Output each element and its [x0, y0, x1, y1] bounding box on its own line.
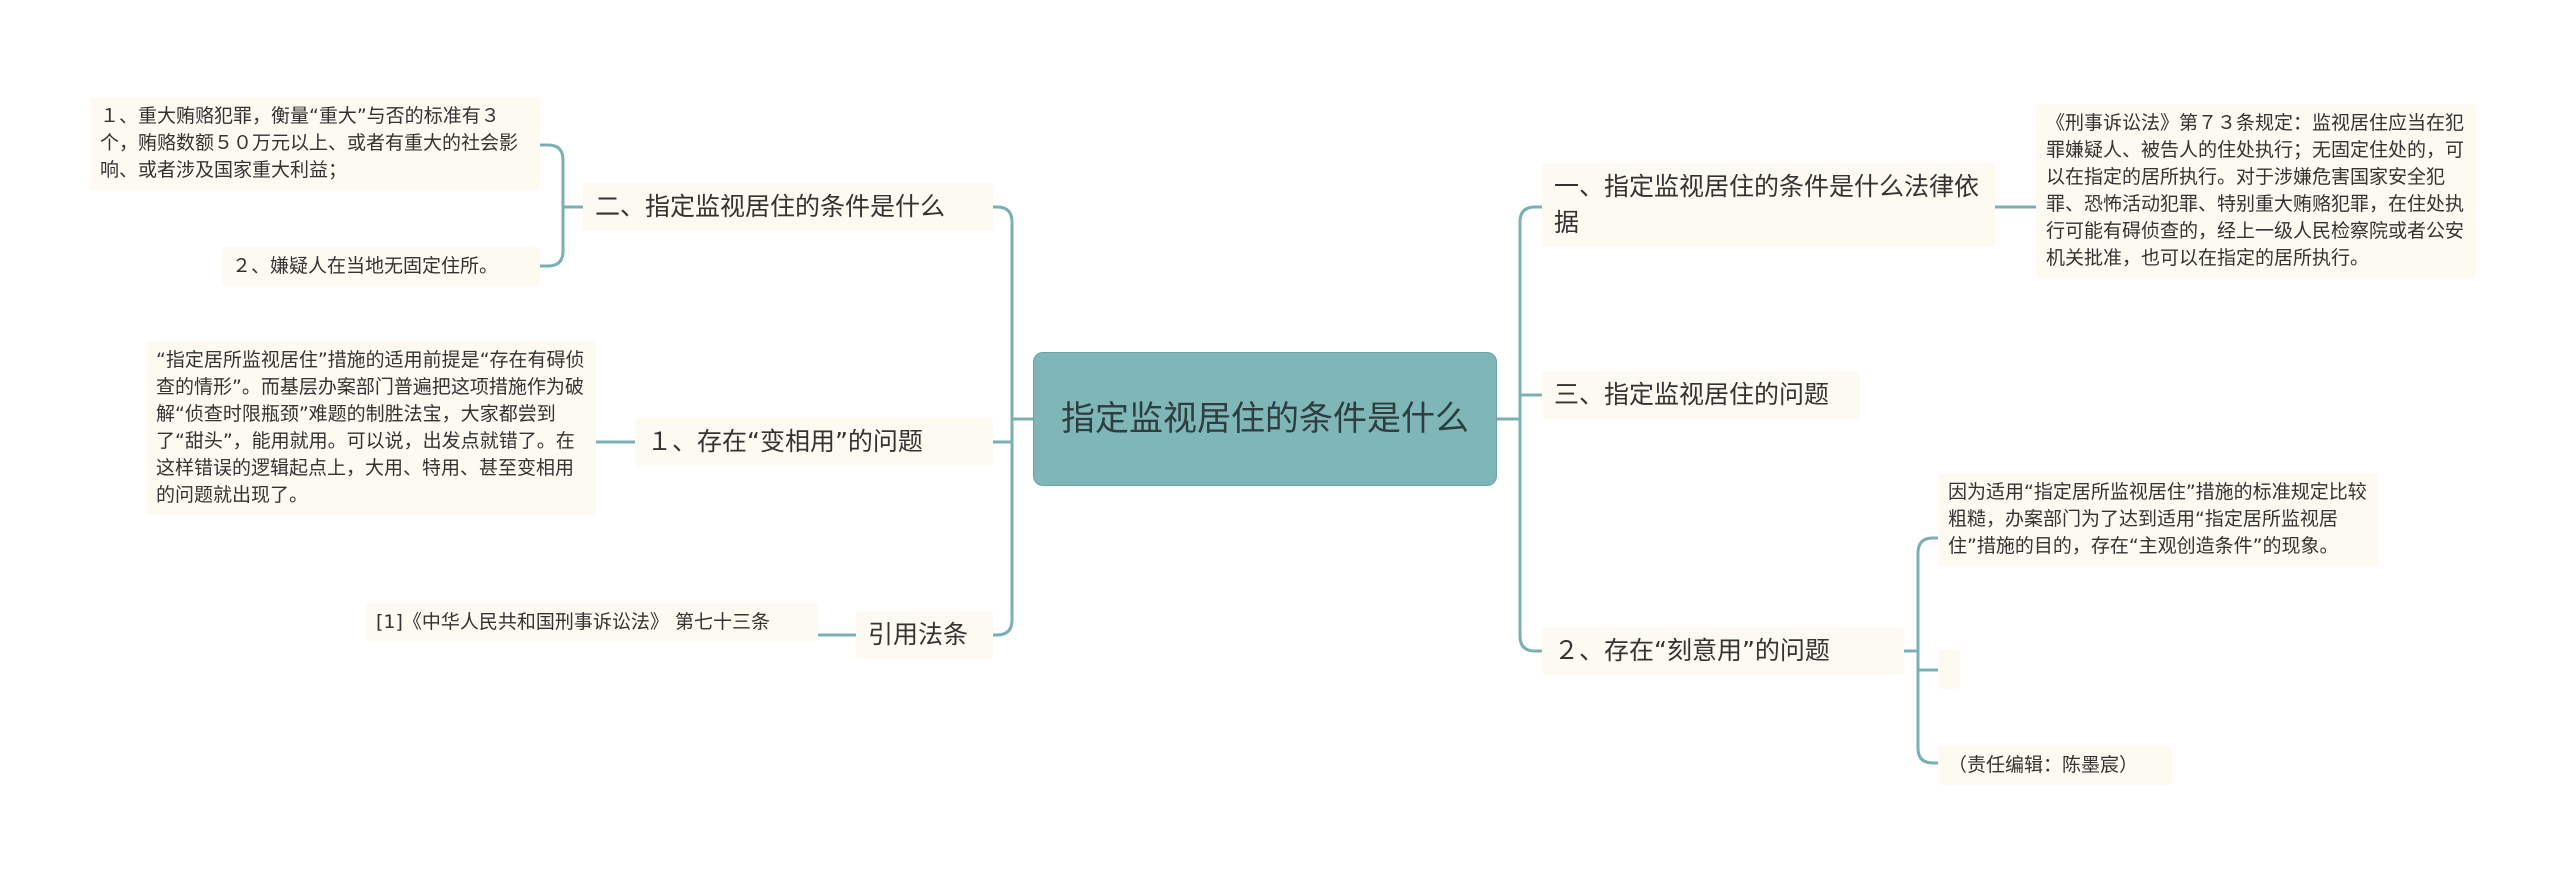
branch-cited-law[interactable]: 引用法条: [856, 611, 993, 659]
leaf-major-bribery-text: １、重大贿赂犯罪，衡量“重大”与否的标准有３个，贿赂数额５０万元以上、或者有重大…: [100, 105, 519, 181]
branch-deliberate-use-label: ２、存在“刻意用”的问题: [1554, 636, 1830, 665]
root-topic-label: 指定监视居住的条件是什么: [1061, 399, 1469, 439]
root-topic[interactable]: 指定监视居住的条件是什么: [1033, 352, 1497, 486]
leaf-rough-standards-text: 因为适用“指定居所监视居住”措施的标准规定比较粗糙，办案部门为了达到适用“指定居…: [1948, 481, 2367, 557]
branch-issues[interactable]: 三、指定监视居住的问题: [1542, 371, 1860, 419]
branch-issues-label: 三、指定监视居住的问题: [1554, 380, 1830, 409]
branch-disguised-use[interactable]: １、存在“变相用”的问题: [635, 418, 993, 466]
leaf-major-bribery[interactable]: １、重大贿赂犯罪，衡量“重大”与否的标准有３个，贿赂数额５０万元以上、或者有重大…: [90, 97, 540, 190]
leaf-editor-text: （责任编辑：陈墨宸）: [1948, 754, 2139, 776]
leaf-cited-law[interactable]: [1]《中华人民共和国刑事诉讼法》 第七十三条: [366, 603, 818, 642]
leaf-disguised-use-explanation-text: “指定居所监视居住”措施的适用前提是“存在有碍侦查的情形”。而基层办案部门普遍把…: [156, 349, 585, 506]
connector-left-b1: [991, 205, 1014, 421]
branch-deliberate-use[interactable]: ２、存在“刻意用”的问题: [1542, 627, 1904, 675]
leaf-empty[interactable]: [1938, 649, 1960, 689]
branch-legal-basis[interactable]: 一、指定监视居住的条件是什么法律依据: [1542, 163, 1995, 247]
branch-cited-law-label: 引用法条: [868, 620, 969, 649]
branch-conditions-label: 二、指定监视居住的条件是什么: [595, 192, 946, 221]
leaf-editor[interactable]: （责任编辑：陈墨宸）: [1938, 746, 2172, 785]
connector-right-b1: [1518, 205, 1544, 421]
branch-legal-basis-label: 一、指定监视居住的条件是什么法律依据: [1554, 172, 1980, 237]
leaf-criminal-procedure-art73[interactable]: 《刑事诉讼法》第７３条规定：监视居住应当在犯罪嫌疑人、被告人的住处执行；无固定住…: [2036, 104, 2476, 278]
connector-right-b3-leaf3: [1916, 649, 1940, 765]
branch-disguised-use-label: １、存在“变相用”的问题: [647, 427, 923, 456]
leaf-criminal-procedure-art73-text: 《刑事诉讼法》第７３条规定：监视居住应当在犯罪嫌疑人、被告人的住处执行；无固定住…: [2046, 112, 2465, 269]
leaf-cited-law-text: [1]《中华人民共和国刑事诉讼法》 第七十三条: [376, 611, 770, 633]
branch-conditions[interactable]: 二、指定监视居住的条件是什么: [583, 183, 993, 231]
connector-left-b1-leaf1: [538, 143, 565, 209]
leaf-no-fixed-residence[interactable]: ２、嫌疑人在当地无固定住所。: [222, 247, 540, 286]
connector-left-b1-leaf2: [538, 205, 565, 268]
connector-left-b3: [991, 417, 1014, 637]
connector-right-b3-leaf1: [1916, 536, 1940, 653]
leaf-disguised-use-explanation[interactable]: “指定居所监视居住”措施的适用前提是“存在有碍侦查的情形”。而基层办案部门普遍把…: [146, 341, 596, 515]
leaf-no-fixed-residence-text: ２、嫌疑人在当地无固定住所。: [232, 255, 499, 277]
connector-right-b3: [1518, 417, 1544, 653]
leaf-rough-standards[interactable]: 因为适用“指定居所监视居住”措施的标准规定比较粗糙，办案部门为了达到适用“指定居…: [1938, 473, 2378, 566]
